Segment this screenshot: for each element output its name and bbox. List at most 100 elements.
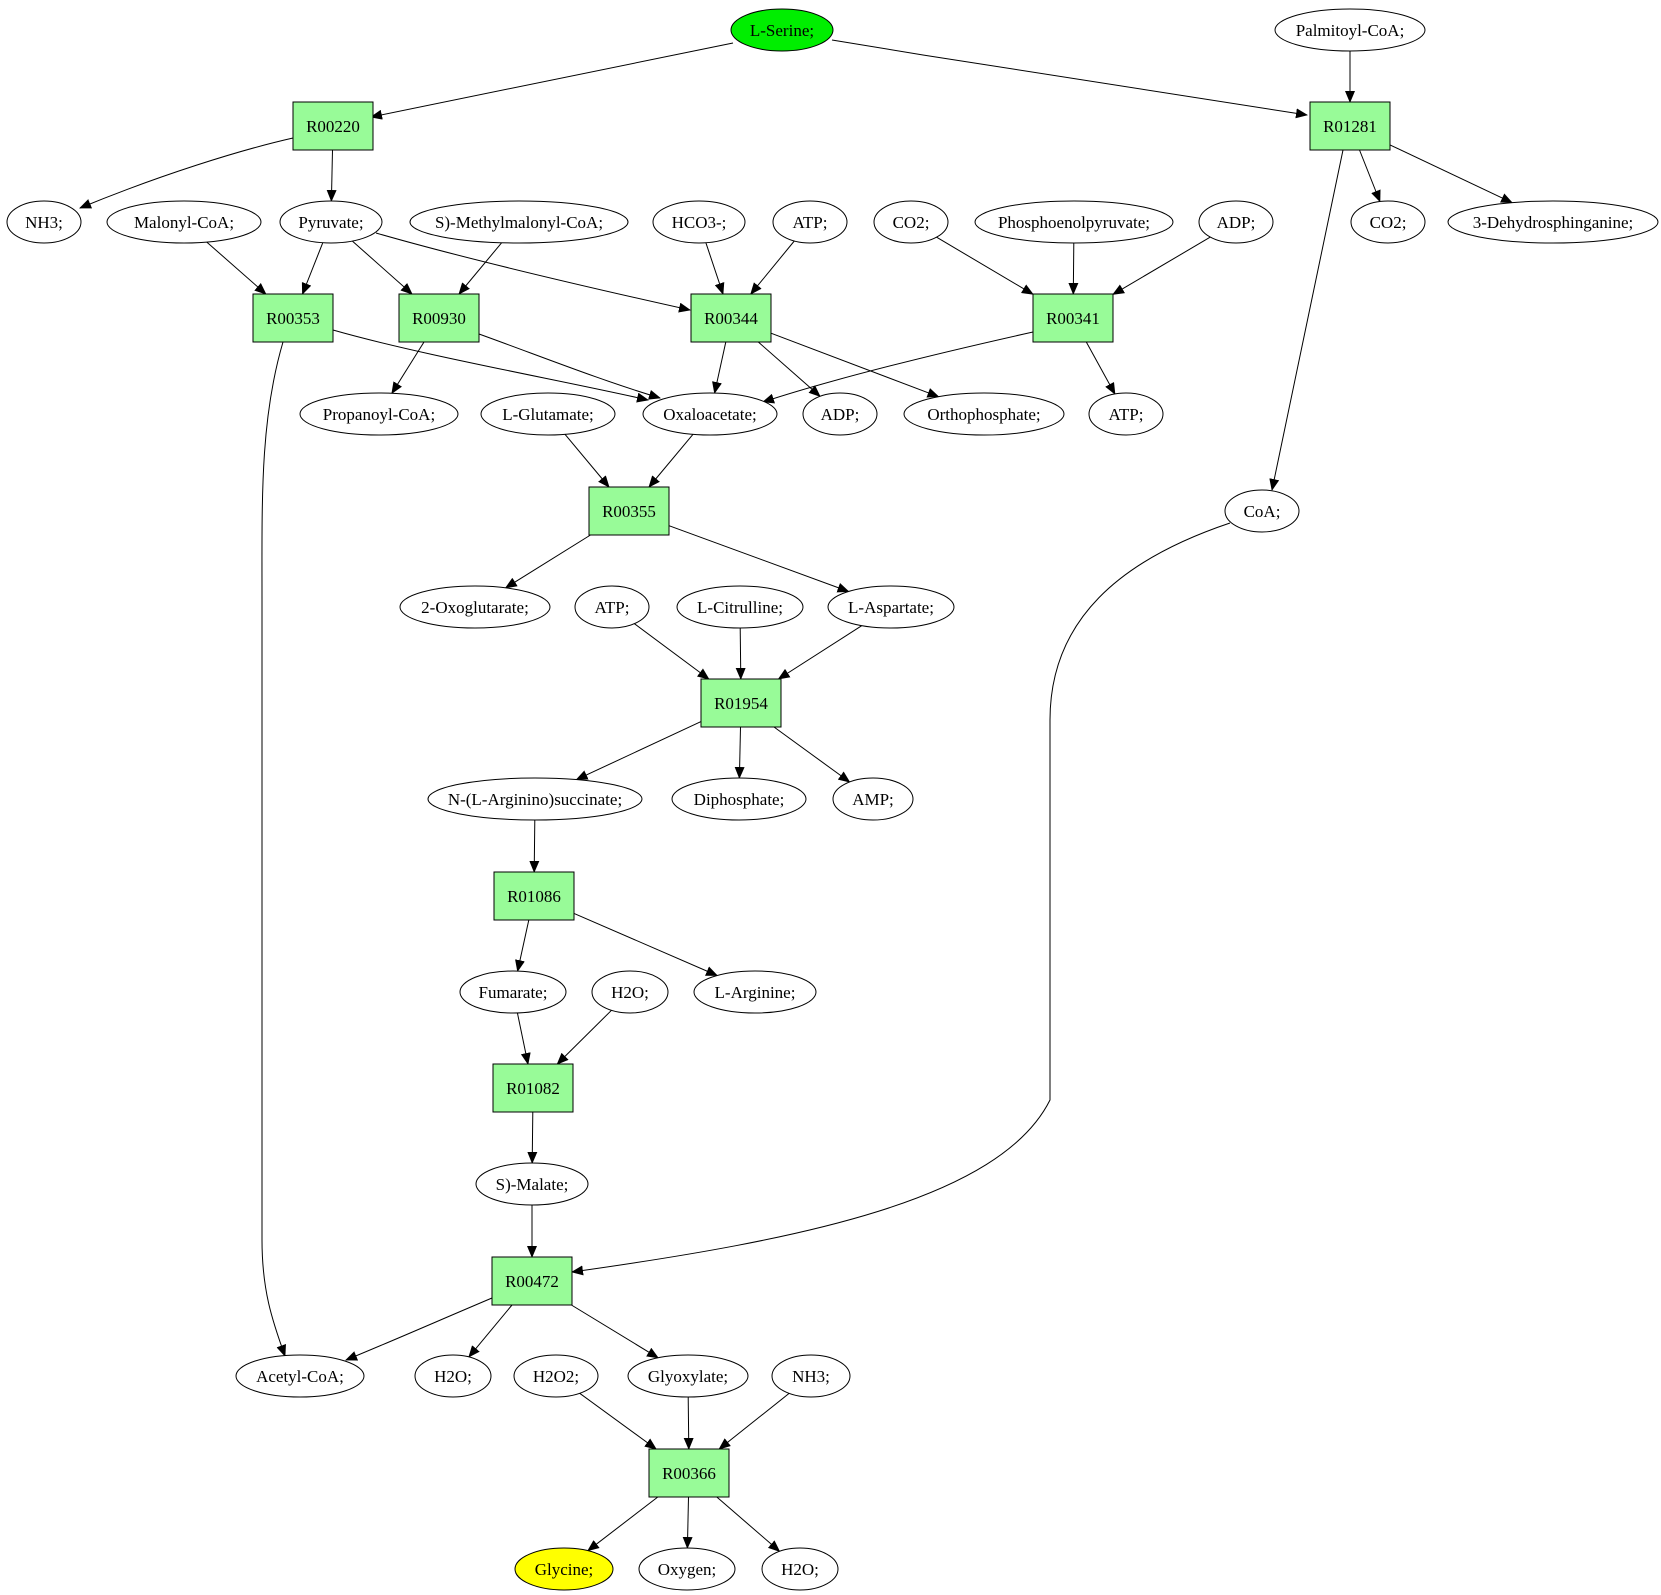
reaction-node-r00355[interactable]: R00355 bbox=[588, 486, 670, 536]
compound-node-dehydro[interactable]: 3-Dehydrosphinganine; bbox=[1447, 200, 1659, 244]
reaction-node-r00341[interactable]: R00341 bbox=[1032, 293, 1114, 343]
edge-r-R01281-to-c-dehydro bbox=[1389, 144, 1514, 204]
compound-label: Orthophosphate; bbox=[927, 405, 1040, 424]
compound-node-arginine[interactable]: L-Arginine; bbox=[693, 970, 817, 1014]
compound-ellipse bbox=[409, 200, 629, 244]
edge-r-R00930-to-c-propanoyl bbox=[391, 341, 425, 395]
compound-ellipse bbox=[730, 8, 834, 52]
compound-label: ADP; bbox=[821, 405, 860, 424]
compound-node-malonyl[interactable]: Malonyl-CoA; bbox=[106, 200, 262, 244]
compound-node-propanoyl[interactable]: Propanoyl-CoA; bbox=[299, 392, 459, 436]
edge-r-R01086-to-c-arginine bbox=[573, 912, 719, 976]
compound-node-nh3-b[interactable]: NH3; bbox=[771, 1354, 851, 1398]
compound-node-atp-b[interactable]: ATP; bbox=[1088, 392, 1164, 436]
edge-r-R00341-to-c-oxaloacetate bbox=[762, 331, 1034, 404]
compound-node-serine[interactable]: L-Serine; bbox=[730, 8, 834, 52]
edge-r-R00930-to-c-oxaloacetate bbox=[478, 333, 661, 400]
compound-ellipse bbox=[652, 200, 746, 244]
compound-node-h2o2[interactable]: H2O2; bbox=[513, 1354, 599, 1398]
compound-ellipse bbox=[235, 1354, 365, 1398]
reaction-node-r00472[interactable]: R00472 bbox=[491, 1256, 573, 1306]
compound-node-arginosucc[interactable]: N-(L-Arginino)succinate; bbox=[427, 777, 643, 821]
compound-node-orthophosphate[interactable]: Orthophosphate; bbox=[903, 392, 1065, 436]
compound-node-oxaloacetate[interactable]: Oxaloacetate; bbox=[642, 392, 778, 436]
reaction-label: R00353 bbox=[266, 309, 320, 328]
reaction-node-r01086[interactable]: R01086 bbox=[493, 871, 575, 921]
compound-label: AMP; bbox=[852, 790, 894, 809]
edge-c-hco3-to-r-R00344 bbox=[705, 242, 725, 295]
compound-label: Glycine; bbox=[535, 1560, 594, 1579]
compound-ellipse bbox=[1447, 200, 1659, 244]
compound-label: ATP; bbox=[595, 598, 630, 617]
edge-r-R00353-to-c-oxaloacetate bbox=[332, 329, 649, 403]
compound-node-diphosphate[interactable]: Diphosphate; bbox=[671, 777, 807, 821]
compound-label: H2O; bbox=[611, 983, 649, 1002]
compound-label: 3-Dehydrosphinganine; bbox=[1473, 213, 1634, 232]
compound-node-coa[interactable]: CoA; bbox=[1224, 489, 1300, 533]
compound-node-aspartate[interactable]: L-Aspartate; bbox=[827, 585, 955, 629]
reaction-node-r00220[interactable]: R00220 bbox=[292, 101, 374, 151]
compound-node-nh3-a[interactable]: NH3; bbox=[6, 200, 82, 244]
reaction-node-r01281[interactable]: R01281 bbox=[1309, 101, 1391, 151]
reaction-label: R00930 bbox=[412, 309, 466, 328]
compound-label: ADP; bbox=[1217, 213, 1256, 232]
compound-node-amp[interactable]: AMP; bbox=[832, 777, 914, 821]
compound-ellipse bbox=[832, 777, 914, 821]
compound-label: Acetyl-CoA; bbox=[256, 1367, 344, 1386]
compound-node-glutamate[interactable]: L-Glutamate; bbox=[480, 392, 616, 436]
reaction-node-r00930[interactable]: R00930 bbox=[398, 293, 480, 343]
compound-node-acetylcoa[interactable]: Acetyl-CoA; bbox=[235, 1354, 365, 1398]
compound-node-oxoglutarate[interactable]: 2-Oxoglutarate; bbox=[399, 585, 551, 629]
reaction-node-r01082[interactable]: R01082 bbox=[492, 1063, 574, 1113]
edge-c-pep-to-r-R00341 bbox=[1068, 242, 1079, 295]
compound-node-adp-b[interactable]: ADP; bbox=[802, 392, 878, 436]
compound-ellipse bbox=[480, 392, 616, 436]
compound-node-palmitoyl[interactable]: Palmitoyl-CoA; bbox=[1274, 8, 1426, 52]
compound-node-co2-a[interactable]: CO2; bbox=[873, 200, 949, 244]
compound-ellipse bbox=[638, 1547, 736, 1591]
compound-label: ATP; bbox=[1109, 405, 1144, 424]
edge-c-aspartate-to-r-R01954 bbox=[777, 625, 863, 680]
reaction-box bbox=[648, 1448, 730, 1498]
compound-node-co2-b[interactable]: CO2; bbox=[1350, 200, 1426, 244]
compound-node-glyoxylate[interactable]: Glyoxylate; bbox=[627, 1354, 749, 1398]
compound-node-glycine[interactable]: Glycine; bbox=[514, 1547, 614, 1591]
compound-label: N-(L-Arginino)succinate; bbox=[448, 790, 622, 809]
compound-node-atp-c[interactable]: ATP; bbox=[574, 585, 650, 629]
reaction-node-r00344[interactable]: R00344 bbox=[690, 293, 772, 343]
reaction-node-r00353[interactable]: R00353 bbox=[252, 293, 334, 343]
edge-r-R00355-to-c-aspartate bbox=[668, 525, 850, 593]
edge-c-malonyl-to-r-R00353 bbox=[206, 241, 267, 295]
compound-node-hco3[interactable]: HCO3-; bbox=[652, 200, 746, 244]
compound-ellipse bbox=[399, 585, 551, 629]
edge-c-serine-to-r-R00220 bbox=[370, 42, 734, 120]
compound-label: Phosphoenolpyruvate; bbox=[998, 213, 1150, 232]
compound-node-pep[interactable]: Phosphoenolpyruvate; bbox=[974, 200, 1174, 244]
compound-ellipse bbox=[427, 777, 643, 821]
compound-node-h2o-b[interactable]: H2O; bbox=[414, 1354, 492, 1398]
reaction-label: R01086 bbox=[507, 887, 561, 906]
edge-r-R01281-to-c-coa bbox=[1269, 149, 1344, 491]
compound-node-atp-a[interactable]: ATP; bbox=[772, 200, 848, 244]
compound-node-fumarate[interactable]: Fumarate; bbox=[459, 970, 567, 1014]
edge-c-glyoxylate-to-r-R00366 bbox=[683, 1396, 694, 1450]
compound-node-oxygen[interactable]: Oxygen; bbox=[638, 1547, 736, 1591]
edge-c-glutamate-to-r-R00355 bbox=[564, 433, 610, 488]
compound-node-malate[interactable]: S)-Malate; bbox=[475, 1162, 589, 1206]
compound-ellipse bbox=[475, 1162, 589, 1206]
compound-label: ATP; bbox=[793, 213, 828, 232]
compound-node-h2o-c[interactable]: H2O; bbox=[761, 1547, 839, 1591]
compound-label: Propanoyl-CoA; bbox=[323, 405, 435, 424]
compound-node-pyruvate[interactable]: Pyruvate; bbox=[279, 200, 383, 244]
compound-node-citrulline[interactable]: L-Citrulline; bbox=[676, 585, 804, 629]
edge-c-co2-a-to-r-R00341 bbox=[936, 236, 1034, 295]
compound-node-adp-a[interactable]: ADP; bbox=[1198, 200, 1274, 244]
reaction-node-r01954[interactable]: R01954 bbox=[700, 678, 782, 728]
edges-layer bbox=[79, 39, 1514, 1552]
compound-node-methylmalonyl[interactable]: S)-Methylmalonyl-CoA; bbox=[409, 200, 629, 244]
reaction-node-r00366[interactable]: R00366 bbox=[648, 1448, 730, 1498]
reaction-label: R01281 bbox=[1323, 117, 1377, 136]
reaction-label: R00344 bbox=[704, 309, 758, 328]
edge-c-fumarate-to-r-R01082 bbox=[516, 1012, 531, 1065]
compound-node-h2o-a[interactable]: H2O; bbox=[591, 970, 669, 1014]
